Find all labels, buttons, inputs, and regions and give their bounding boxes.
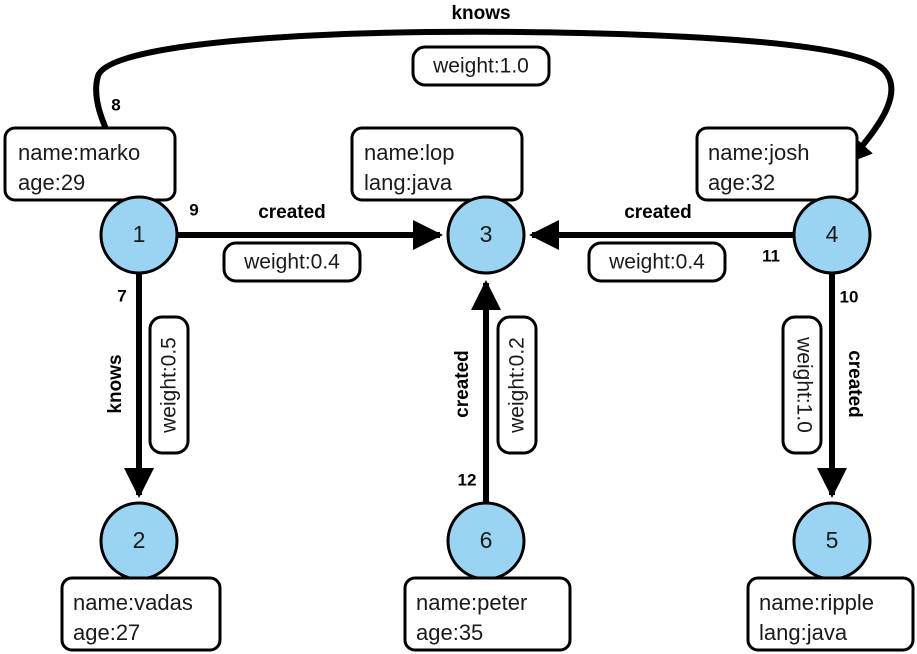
vertex-1-circle[interactable] — [99, 195, 179, 275]
vertex-3[interactable]: name:lop lang:java 3 — [350, 126, 526, 275]
edge-9-created[interactable]: created 9 weight:0.4 — [177, 200, 443, 283]
vertex-3-prop-lang: lang:java — [364, 170, 453, 195]
vertex-1-label: 1 — [133, 221, 146, 247]
vertex-1-prop-age: age:29 — [18, 170, 85, 195]
vertex-4-label: 4 — [826, 221, 839, 247]
edge-7-weight-box — [148, 315, 190, 455]
vertex-2[interactable]: 2 name:vadas age:27 — [60, 501, 222, 652]
edge-11-id-label: 11 — [762, 246, 780, 265]
edge-10-type-label: created — [844, 350, 865, 418]
vertex-6-prop-age: age:35 — [416, 620, 483, 645]
edge-12-weight: weight:0.2 — [496, 315, 538, 455]
vertex-4-prop-name: name:josh — [708, 140, 810, 165]
vertex-2-prop-name: name:vadas — [73, 590, 193, 615]
vertex-6-label: 6 — [480, 527, 493, 553]
edge-10-weight-box — [781, 315, 823, 455]
edge-12-id-label: 12 — [458, 470, 477, 489]
vertex-5[interactable]: 5 name:ripple lang:java — [746, 501, 915, 652]
edge-11-weight-text: weight:0.4 — [608, 251, 705, 274]
edge-8-knows[interactable]: knows 8 weight:1.0 — [93, 3, 895, 199]
edge-8-path — [93, 28, 895, 199]
edge-12-weight-box — [496, 315, 538, 455]
vertex-2-prop-box — [60, 576, 222, 652]
edge-12-created[interactable]: created 12 weight:0.2 — [452, 280, 538, 503]
vertex-1-prop-name: name:marko — [18, 140, 140, 165]
edge-7-id-label: 7 — [117, 286, 126, 305]
vertex-3-prop-name: name:lop — [364, 140, 455, 165]
edge-11-created[interactable]: created 11 weight:0.4 — [529, 202, 794, 283]
vertex-3-prop-box — [350, 126, 524, 202]
edge-10-weight-text: weight:1.0 — [792, 336, 815, 433]
vertex-4-prop-age: age:32 — [708, 170, 775, 195]
edge-12-type-label: created — [452, 350, 473, 418]
vertex-4[interactable]: name:josh age:32 4 — [695, 126, 872, 275]
vertex-2-prop-age: age:27 — [73, 620, 140, 645]
edge-11-weight-box — [587, 241, 727, 283]
vertex-3-label: 3 — [480, 221, 493, 247]
vertex-1-prop-box — [3, 126, 177, 202]
edge-7-weight-text: weight:0.5 — [158, 337, 181, 434]
vertex-4-circle[interactable] — [792, 195, 872, 275]
edge-9-id-label: 9 — [189, 200, 198, 219]
edge-10-id-label: 10 — [840, 287, 859, 306]
edge-9-weight-box — [222, 241, 362, 283]
edge-10-created[interactable]: created 10 weight:1.0 — [781, 273, 865, 498]
vertex-6[interactable]: 6 name:peter age:35 — [403, 501, 572, 652]
edge-9-type-label: created — [258, 202, 326, 223]
edge-7-knows[interactable]: knows 7 weight:0.5 — [105, 273, 190, 498]
vertex-5-prop-name: name:ripple — [759, 590, 874, 615]
edge-9-weight: weight:0.4 — [222, 241, 362, 283]
vertex-4-prop-box — [695, 126, 859, 202]
edge-12-weight-text: weight:0.2 — [506, 337, 529, 434]
edge-10-weight: weight:1.0 — [781, 315, 823, 455]
vertex-1[interactable]: name:marko age:29 1 — [3, 126, 179, 275]
vertex-6-prop-name: name:peter — [416, 590, 527, 615]
vertex-2-label: 2 — [133, 527, 146, 553]
edge-8-weight: weight:1.0 — [411, 45, 551, 87]
edge-8-weight-text: weight:1.0 — [432, 55, 529, 78]
edge-9-weight-text: weight:0.4 — [243, 251, 340, 274]
edge-8-weight-box — [411, 45, 551, 87]
edge-7-weight: weight:0.5 — [148, 315, 190, 455]
vertex-5-label: 5 — [826, 527, 839, 553]
edge-7-type-label: knows — [105, 354, 126, 413]
edge-11-weight: weight:0.4 — [587, 241, 727, 283]
vertex-5-prop-lang: lang:java — [759, 620, 848, 645]
vertex-6-prop-box — [403, 576, 572, 652]
edge-8-type-label: knows — [451, 3, 510, 24]
edge-11-type-label: created — [624, 202, 692, 223]
vertex-3-circle[interactable] — [446, 195, 526, 275]
edge-8-id-label: 8 — [111, 95, 120, 114]
vertex-5-prop-box — [746, 576, 915, 652]
